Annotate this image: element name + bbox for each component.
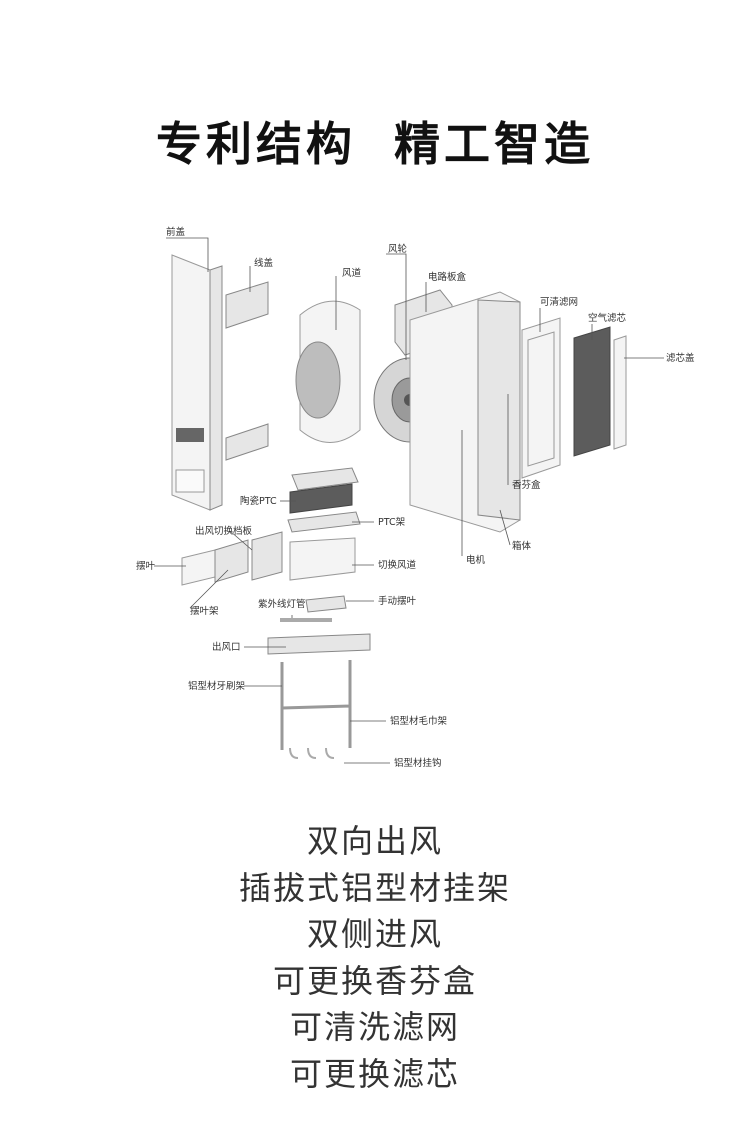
swing-frame-part <box>214 539 249 583</box>
swing-blade-part <box>181 549 216 586</box>
uv-lamp-part <box>280 618 332 622</box>
washable-filter-part <box>521 317 561 479</box>
label-wire-cover: 线盖 <box>254 257 274 269</box>
page-title: 专利结构 精工智造 <box>155 117 594 171</box>
feature-item: 双侧进风 <box>306 915 443 953</box>
label-air-outlet: 出风口 <box>212 641 241 653</box>
air-filter-core-part <box>573 326 611 457</box>
switch-duct-part <box>289 537 356 581</box>
label-aluminum-towel-rack: 铝型材毛巾架 <box>390 715 448 727</box>
outlet-switch-plate-part <box>251 531 283 581</box>
label-uv-lamp: 紫外线灯管 <box>258 598 306 610</box>
label-air-duct: 风道 <box>342 267 362 279</box>
filter-cover-part <box>613 335 627 450</box>
label-air-filter-core: 空气滤芯 <box>588 312 627 324</box>
body-case-part <box>409 291 521 533</box>
feature-item: 可更换香芬盒 <box>272 961 477 1000</box>
ceramic-ptc-part <box>289 467 359 514</box>
label-aluminum-hook: 铝型材挂钩 <box>394 757 442 769</box>
air-duct-part <box>295 300 361 443</box>
label-front-cover: 前盖 <box>166 226 186 238</box>
feature-item: 双向出风 <box>306 822 443 860</box>
label-washable-filter: 可清滤网 <box>540 296 578 308</box>
label-manual-swing: 手动摆叶 <box>378 595 417 607</box>
feature-item: 可清洗滤网 <box>289 1008 460 1046</box>
label-aroma-box: 香芬盒 <box>512 479 541 491</box>
label-motor: 电机 <box>466 554 486 566</box>
ptc-frame-part <box>287 511 361 533</box>
aluminum-rack-part <box>280 660 352 759</box>
label-outlet-switch-plate: 出风切换档板 <box>195 525 253 537</box>
manual-swing-part <box>305 595 347 613</box>
label-body-case: 箱体 <box>512 540 532 552</box>
label-swing-frame: 摆叶架 <box>190 605 219 617</box>
label-filter-cover: 滤芯盖 <box>666 352 695 364</box>
label-circuit-box: 电路板盒 <box>428 271 467 283</box>
exploded-view-diagram: 前盖 线盖 风道 风轮 电路板盒 可清滤网 空气滤芯 滤芯盖 香芬盒 陶瓷PTC… <box>136 226 695 769</box>
feature-list: 双向出风 插拔式铝型材挂架 双侧进风 可更换香芬盒 可清洗滤网 可更换滤芯 <box>0 818 750 1097</box>
label-aluminum-toothbrush-rack: 铝型材牙刷架 <box>188 680 246 692</box>
label-ptc-frame: PTC架 <box>378 517 406 528</box>
leader-lines <box>154 237 664 764</box>
front-cover-part <box>171 254 223 511</box>
label-fan-wheel: 风轮 <box>388 243 408 255</box>
label-swing-blade: 摆叶 <box>136 560 156 572</box>
wire-cover-part <box>225 281 269 461</box>
feature-item: 插拔式铝型材挂架 <box>238 868 511 907</box>
air-outlet-part <box>267 633 371 655</box>
feature-item: 可更换滤芯 <box>289 1054 460 1093</box>
label-ceramic-ptc: 陶瓷PTC <box>240 495 277 507</box>
label-switch-duct: 切换风道 <box>378 559 417 571</box>
